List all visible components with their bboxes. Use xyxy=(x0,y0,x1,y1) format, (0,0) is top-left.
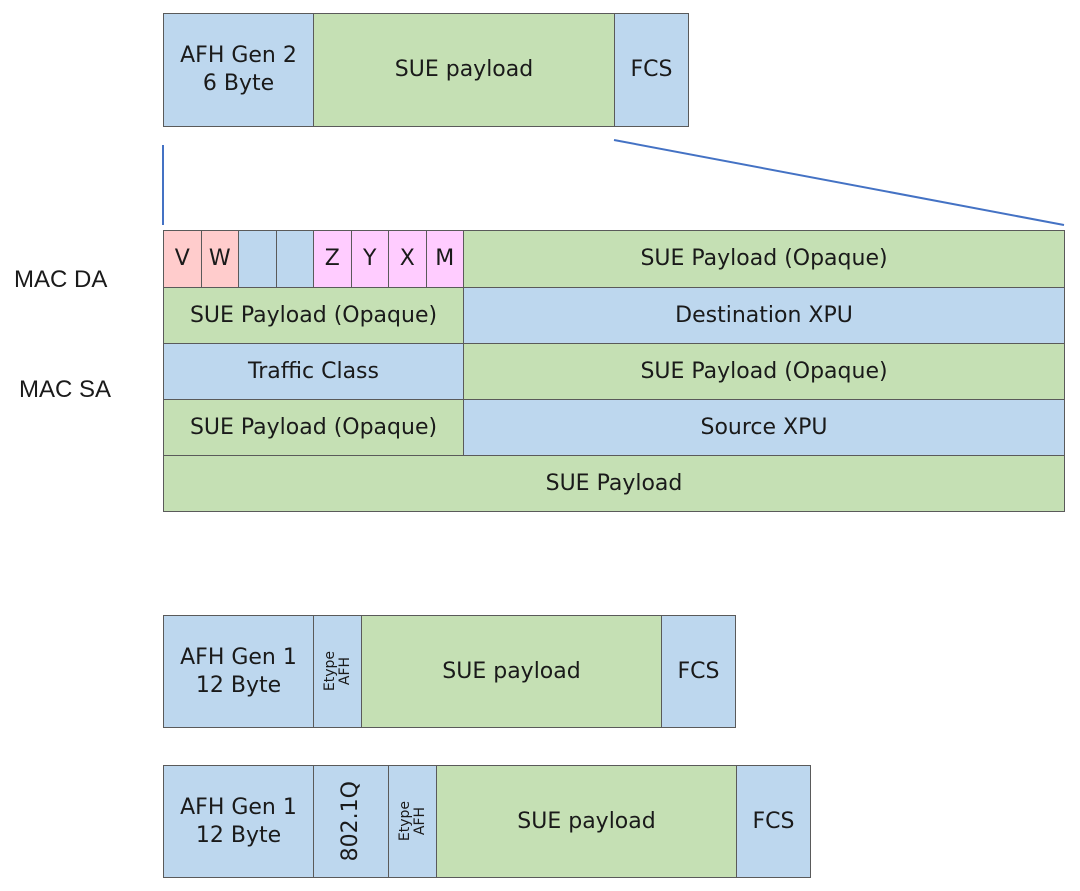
row1-opaque-payload: SUE Payload (Opaque) xyxy=(463,230,1065,288)
mac-sa-label: MAC SA xyxy=(19,376,112,403)
gen2-afh-field: AFH Gen 2 6 Byte xyxy=(163,13,314,127)
gen1v-8021q-label: 802.1Q xyxy=(338,781,363,862)
bit-v: V xyxy=(163,230,202,288)
bit-reserved-1 xyxy=(238,230,277,288)
source-xpu-field: Source XPU xyxy=(463,399,1065,456)
gen1-payload-field: SUE payload xyxy=(361,615,662,728)
row5-sue-payload: SUE Payload xyxy=(163,455,1065,512)
bit-m: M xyxy=(425,230,464,288)
bit-w: W xyxy=(200,230,239,288)
gen1-etype-label: Etype AFH xyxy=(321,651,353,692)
gen1-fcs-field: FCS xyxy=(661,615,736,728)
bit-z: Z xyxy=(313,230,352,288)
bit-reserved-2 xyxy=(275,230,314,288)
bit-y: Y xyxy=(350,230,389,288)
gen1v-afh-field: AFH Gen 1 12 Byte xyxy=(163,765,314,878)
traffic-class-field: Traffic Class xyxy=(163,343,464,400)
row4-opaque-payload: SUE Payload (Opaque) xyxy=(163,399,464,456)
zoom-line-right xyxy=(613,139,1065,226)
destination-xpu-field: Destination XPU xyxy=(463,287,1065,344)
mac-da-label: MAC DA xyxy=(14,266,108,293)
gen2-payload-field: SUE payload xyxy=(313,13,615,127)
row2-opaque-payload: SUE Payload (Opaque) xyxy=(163,287,464,344)
gen1-etype-field: Etype AFH xyxy=(313,615,362,728)
gen1v-etype-label: Etype AFH xyxy=(396,801,428,842)
gen1v-fcs-field: FCS xyxy=(736,765,811,878)
bit-x: X xyxy=(388,230,427,288)
gen1v-payload-field: SUE payload xyxy=(436,765,737,878)
gen2-fcs-field: FCS xyxy=(614,13,689,127)
gen1v-8021q-field: 802.1Q xyxy=(313,765,389,878)
gen1v-etype-field: Etype AFH xyxy=(388,765,437,878)
row3-opaque-payload: SUE Payload (Opaque) xyxy=(463,343,1065,400)
gen1-afh-field: AFH Gen 1 12 Byte xyxy=(163,615,314,728)
